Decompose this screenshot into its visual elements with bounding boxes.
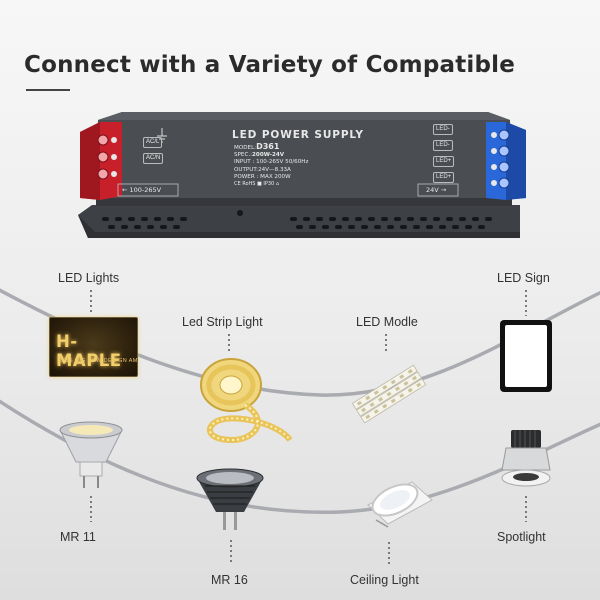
led-sign-image bbox=[500, 320, 552, 392]
label-spotlight: Spotlight bbox=[497, 530, 546, 544]
label-led-lights: LED Lights bbox=[58, 271, 120, 285]
label-mr11: MR 11 bbox=[60, 530, 96, 544]
label-led-strip-light: Led Strip Light bbox=[182, 315, 263, 329]
input-spec: INPUT : 100-265V 50/60Hz bbox=[234, 159, 309, 166]
mr16-lamp-image bbox=[196, 468, 264, 530]
output-spec: OUTPUT:24V—8.33A bbox=[234, 166, 291, 173]
ac-n-tag: AC/N bbox=[143, 153, 164, 164]
certification-marks: CE RoHS ■ IP30 ⌂ bbox=[234, 181, 279, 188]
spec-value: 200W-24V bbox=[252, 152, 285, 159]
red-input-terminal bbox=[80, 122, 122, 200]
power-spec: POWER : MAX 200W bbox=[234, 173, 291, 180]
model-label: MODEL: bbox=[234, 145, 257, 151]
power-supply-body bbox=[78, 112, 526, 238]
page-headline: Connect with a Variety of Compatible bbox=[24, 52, 516, 78]
led-module-image bbox=[351, 364, 427, 424]
led-minus-tag-1: LED- bbox=[433, 124, 453, 135]
label-ceiling-light: Ceiling Light bbox=[350, 573, 419, 587]
headline-underline bbox=[26, 89, 70, 91]
ceiling-light-image bbox=[367, 481, 433, 528]
led-power-supply: LED POWER SUPPLY MODEL:D361 SPEC.:200W-2… bbox=[0, 0, 600, 260]
label-led-sign: LED Sign bbox=[497, 271, 550, 285]
ac-l-tag: AC/L bbox=[143, 137, 163, 148]
power-supply-title: LED POWER SUPPLY bbox=[232, 129, 364, 141]
output-voltage-tag: 24V → bbox=[426, 186, 447, 194]
led-plus-tag-1: LED+ bbox=[433, 156, 455, 167]
spec-label: SPEC.: bbox=[234, 152, 253, 159]
sign-subtitle: 2015 DIG NEW DESIGN AM bbox=[59, 358, 138, 364]
input-range-text: 100-265V bbox=[129, 186, 162, 194]
led-strip-reel-image bbox=[200, 358, 293, 444]
power-supply-specs: MODEL:D361 SPEC.:200W-24V INPUT : 100-26… bbox=[234, 143, 308, 188]
led-plus-tag-2: LED+ bbox=[433, 172, 455, 183]
mr11-lamp-image bbox=[59, 421, 123, 488]
label-mr16: MR 16 bbox=[211, 573, 248, 587]
label-led-modle: LED Modle bbox=[356, 315, 418, 329]
model-value: D361 bbox=[256, 142, 280, 151]
blue-output-terminal bbox=[486, 122, 526, 200]
output-voltage-text: 24V bbox=[426, 186, 439, 194]
sign-title: H-MAPLE bbox=[56, 332, 122, 370]
led-lights-sign-image: H-MAPLE 2015 DIG NEW DESIGN AM bbox=[49, 317, 138, 377]
led-minus-tag-2: LED- bbox=[433, 140, 453, 151]
spotlight-image bbox=[501, 430, 551, 487]
input-range-tag: ← 100-265V bbox=[122, 186, 162, 194]
